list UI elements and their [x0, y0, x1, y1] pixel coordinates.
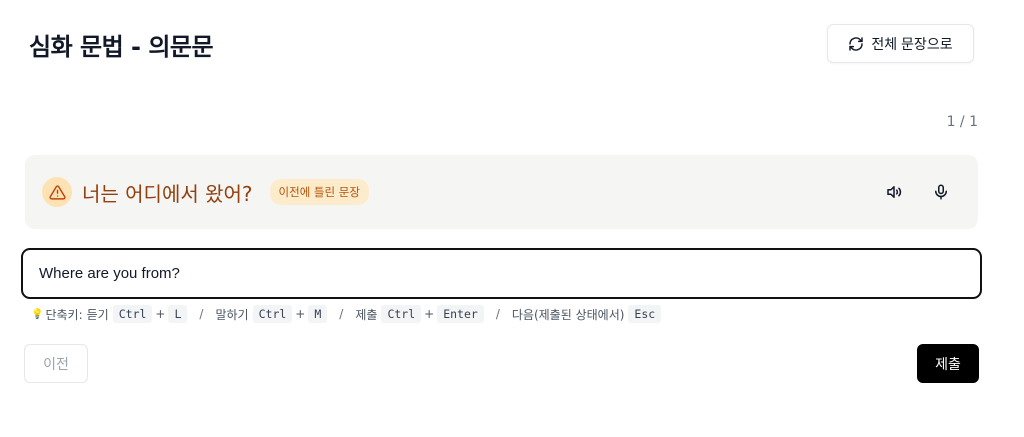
full-sentence-button[interactable]: 전체 문장으로: [827, 24, 974, 63]
shortcut-hint: 💡 단축키: 듣기 Ctrl + L / 말하기 Ctrl + M / 제출 C…: [31, 305, 662, 323]
separator: /: [199, 307, 204, 321]
wrong-before-badge: 이전에 틀린 문장: [269, 179, 369, 205]
next-shortcut-label: 다음(제출된 상태에서): [511, 307, 625, 322]
kbd-ctrl: Ctrl: [112, 305, 153, 323]
speak-label: 말하기: [215, 307, 249, 322]
kbd-enter: Enter: [437, 305, 484, 323]
plus-sign: +: [424, 307, 435, 321]
progress-counter: 1 / 1: [946, 114, 978, 130]
kbd-ctrl: Ctrl: [252, 305, 293, 323]
refresh-icon: [848, 36, 864, 52]
plus-sign: +: [155, 307, 166, 321]
plus-sign: +: [295, 307, 306, 321]
warning-triangle-icon: [42, 177, 72, 207]
answer-input[interactable]: [21, 248, 982, 299]
lightbulb-icon: 💡: [31, 308, 44, 320]
listen-label: 듣기: [86, 307, 109, 322]
full-sentence-label: 전체 문장으로: [871, 35, 953, 52]
speaker-icon[interactable]: [882, 180, 906, 204]
separator: /: [495, 307, 500, 321]
separator: /: [339, 307, 344, 321]
kbd-l: L: [168, 305, 188, 323]
kbd-ctrl: Ctrl: [381, 305, 422, 323]
microphone-icon[interactable]: [929, 180, 953, 204]
submit-button[interactable]: 제출: [917, 344, 979, 383]
kbd-esc: Esc: [628, 305, 662, 323]
prev-button[interactable]: 이전: [24, 344, 88, 383]
question-card: 너는 어디에서 왔어? 이전에 틀린 문장: [25, 155, 978, 229]
page-title: 심화 문법 - 의문문: [29, 33, 214, 61]
submit-shortcut-label: 제출: [355, 307, 378, 322]
shortcut-prefix: 단축키:: [45, 307, 83, 322]
kbd-m: M: [308, 305, 328, 323]
question-text: 너는 어디에서 왔어?: [82, 181, 253, 206]
